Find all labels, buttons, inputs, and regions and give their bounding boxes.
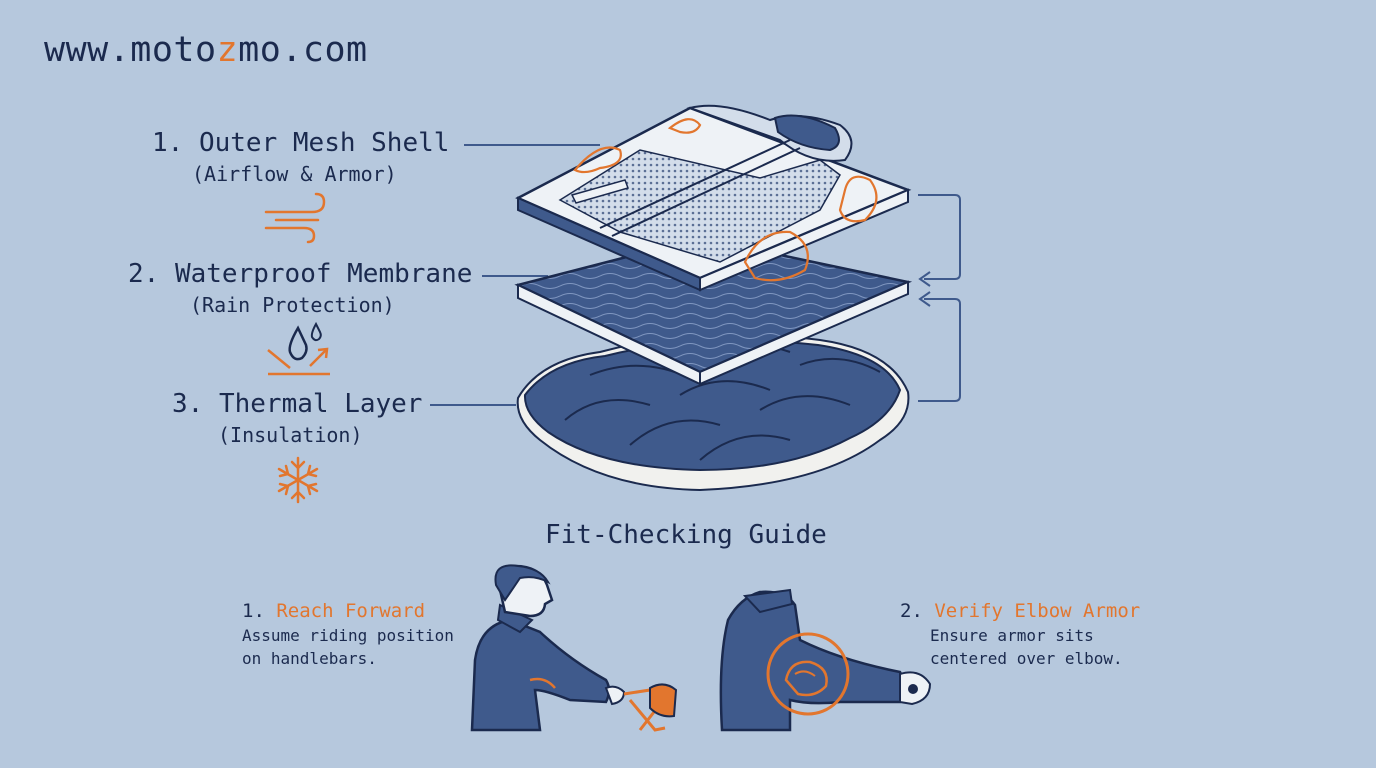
step-1-title: 1. Reach Forward — [242, 600, 426, 622]
guide-title: Fit-Checking Guide — [545, 520, 827, 550]
layer-2-title: 2. Waterproof Membrane — [128, 259, 473, 289]
step-2-title: 2. Verify Elbow Armor — [900, 600, 1141, 622]
step-1-description: Assume riding position on handlebars. — [242, 626, 454, 668]
layer-1-title: 1. Outer Mesh Shell — [152, 128, 450, 158]
mesh-shell-illustration — [515, 104, 912, 292]
rider-elbow-armor-illustration — [719, 588, 932, 732]
bracket-arrows — [918, 194, 961, 402]
step-2-description: Ensure armor sits centered over elbow. — [930, 626, 1123, 668]
layer-3-title: 3. Thermal Layer — [172, 389, 423, 419]
layer-2-subtitle: (Rain Protection) — [190, 293, 395, 317]
layer-3-subtitle: (Insulation) — [218, 423, 363, 447]
rider-reach-forward-illustration — [470, 564, 678, 732]
water-drops-icon — [267, 321, 330, 376]
thermal-layer-illustration — [516, 333, 910, 492]
site-url[interactable]: www.motozmo.com — [44, 30, 368, 70]
wind-icon — [264, 192, 326, 244]
layer-1-subtitle: (Airflow & Armor) — [192, 162, 397, 186]
snowflake-icon — [277, 456, 319, 504]
